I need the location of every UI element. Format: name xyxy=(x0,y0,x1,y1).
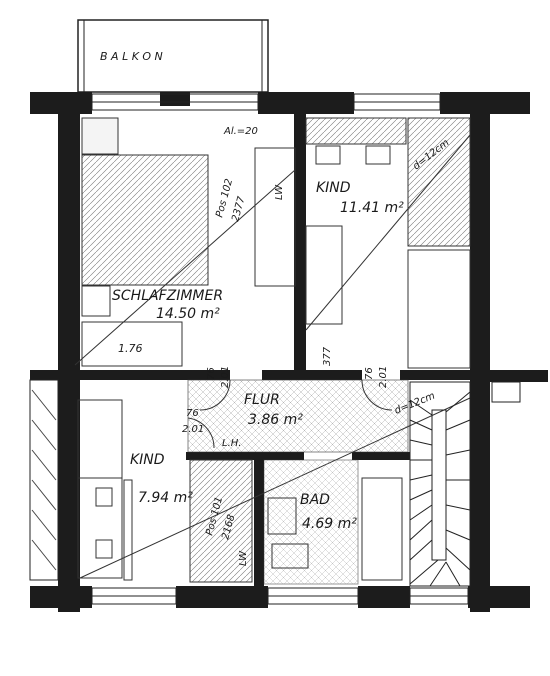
bedroom-furniture xyxy=(74,117,296,367)
hallway xyxy=(187,379,409,453)
kind-top-name: KIND xyxy=(316,180,351,196)
flur-name: FLUR xyxy=(244,392,280,408)
kind-top-furniture xyxy=(305,117,471,369)
balcony-label: B A L K O N xyxy=(100,50,163,63)
staircase xyxy=(409,381,471,587)
dim-377-label: 377 xyxy=(322,346,333,366)
kind-bottom-name: KIND xyxy=(130,452,165,468)
schlafzimmer-area: 14.50 m² xyxy=(156,306,220,322)
door-b-height: 2.01 xyxy=(378,366,389,388)
schlafzimmer-name: SCHLAFZIMMER xyxy=(112,288,223,304)
lh-label: L.H. xyxy=(222,438,241,449)
door-a-height: 2.01 xyxy=(220,366,231,388)
lw-bottom-label: LW xyxy=(238,550,249,566)
door-c-width: 76 xyxy=(186,408,199,419)
bad-area: 4.69 m² xyxy=(302,516,357,532)
dim-2377-label: 2377 xyxy=(230,195,247,223)
left-stair xyxy=(31,389,57,571)
kind-top-area: 11.41 m² xyxy=(340,200,404,216)
door-c-height: 2.01 xyxy=(182,424,204,435)
door-a-width: 76 xyxy=(206,367,217,380)
kind-bottom-area: 7.94 m² xyxy=(138,490,193,506)
bath-fixtures xyxy=(263,459,403,585)
lw-top-label: LW xyxy=(274,184,285,200)
door-b-width: 76 xyxy=(364,367,375,380)
flur-area: 3.86 m² xyxy=(248,412,303,428)
schlafzimmer-dim: 1.76 xyxy=(118,342,143,355)
kind-bottom-furniture xyxy=(77,397,471,583)
windows xyxy=(29,93,521,605)
outer-walls xyxy=(30,92,548,612)
al-label: Al.=20 xyxy=(223,126,258,137)
bad-name: BAD xyxy=(300,492,330,508)
balcony: B A L K O N xyxy=(77,19,269,93)
